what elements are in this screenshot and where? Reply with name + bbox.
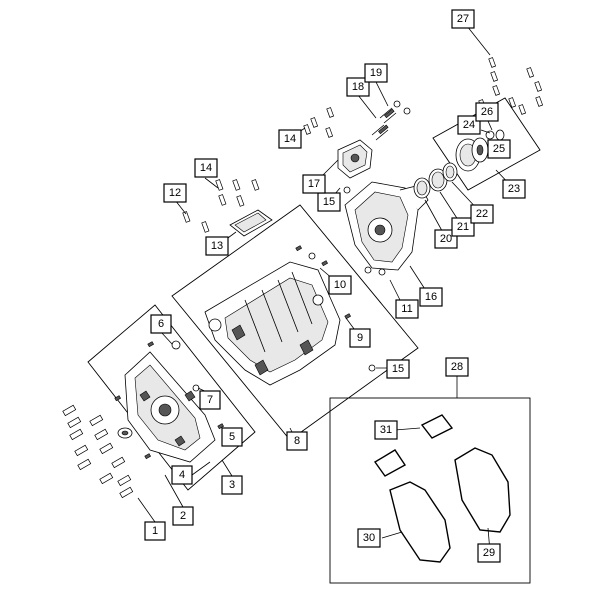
svg-text:31: 31 <box>380 424 392 436</box>
front-cover-dowel-pins <box>114 340 225 460</box>
extension-housing-dowels <box>343 186 386 276</box>
callout-14-lower: 14 <box>278 129 302 149</box>
transmission-case-part <box>204 261 341 386</box>
svg-text:27: 27 <box>457 13 469 25</box>
callout-31: 31 <box>374 420 398 440</box>
callout-24: 24 <box>457 115 481 135</box>
access-cover-plate-part <box>229 209 273 237</box>
svg-text:6: 6 <box>158 318 164 330</box>
callout-19: 19 <box>364 63 388 83</box>
callout-21: 21 <box>451 217 475 237</box>
svg-text:8: 8 <box>294 435 300 447</box>
callout-14-upper: 14 <box>194 158 218 178</box>
front-bearing-retainer-part <box>124 351 216 463</box>
callout-4: 4 <box>171 465 193 485</box>
svg-text:3: 3 <box>229 479 235 491</box>
gasket-30-part <box>389 481 451 563</box>
svg-text:4: 4 <box>179 469 185 481</box>
callout-15-lower: 15 <box>386 359 410 379</box>
callout-8: 8 <box>286 431 308 451</box>
svg-text:14: 14 <box>200 162 212 174</box>
svg-text:23: 23 <box>508 183 520 195</box>
svg-text:7: 7 <box>207 394 213 406</box>
svg-text:25: 25 <box>493 143 505 155</box>
callout-25: 25 <box>487 139 511 159</box>
group-frame-gasket-kit <box>329 397 531 584</box>
callout-5: 5 <box>221 427 243 447</box>
callout-18: 18 <box>346 77 370 97</box>
callout-12: 12 <box>163 183 187 203</box>
extension-housing-part <box>344 181 429 271</box>
svg-text:15: 15 <box>392 363 404 375</box>
gasket-29-part <box>454 447 511 533</box>
svg-text:11: 11 <box>401 303 412 315</box>
callout-22: 22 <box>470 204 494 224</box>
callout-13: 13 <box>205 236 229 256</box>
shift-housing-part <box>337 139 373 179</box>
case-dowel-pins <box>295 245 352 320</box>
svg-text:1: 1 <box>152 525 158 537</box>
callout-10: 10 <box>328 275 352 295</box>
cover-plate-bolts <box>182 179 260 233</box>
seal-rings <box>413 162 458 199</box>
svg-text:14: 14 <box>284 133 296 145</box>
callout-2: 2 <box>172 506 194 526</box>
svg-text:17: 17 <box>308 178 320 190</box>
callout-23: 23 <box>502 179 526 199</box>
svg-text:19: 19 <box>370 67 382 79</box>
svg-text:28: 28 <box>451 361 463 373</box>
shift-rod-springs <box>371 100 411 141</box>
callout-9: 9 <box>349 328 371 348</box>
callout-3: 3 <box>221 475 243 495</box>
callout-1: 1 <box>144 521 166 541</box>
shift-housing-bolts <box>303 107 335 138</box>
svg-text:12: 12 <box>169 187 181 199</box>
svg-text:15: 15 <box>323 196 335 208</box>
callout-16: 16 <box>419 287 443 307</box>
callout-6: 6 <box>150 314 172 334</box>
svg-text:26: 26 <box>481 106 493 118</box>
callout-7: 7 <box>199 390 221 410</box>
washer-15-lower <box>368 364 376 372</box>
gasket-31-part <box>420 414 454 439</box>
front-cover-bolts <box>62 404 134 499</box>
group-frame-main-case <box>171 204 419 441</box>
svg-text:18: 18 <box>352 81 364 93</box>
svg-text:21: 21 <box>457 221 469 233</box>
callout-27: 27 <box>451 9 475 29</box>
svg-text:2: 2 <box>180 510 186 522</box>
callout-17: 17 <box>302 174 326 194</box>
svg-text:16: 16 <box>425 291 437 303</box>
callout-26: 26 <box>475 102 499 122</box>
svg-text:24: 24 <box>463 119 475 131</box>
svg-text:22: 22 <box>476 208 488 220</box>
gasket-small-part <box>373 449 407 477</box>
rear-bolts <box>478 57 544 115</box>
callout-28: 28 <box>445 357 469 377</box>
svg-text:29: 29 <box>483 547 495 559</box>
callout-15-upper: 15 <box>317 192 341 212</box>
svg-text:9: 9 <box>357 332 363 344</box>
svg-text:10: 10 <box>334 279 346 291</box>
callout-11: 11 <box>395 299 419 319</box>
callout-30: 30 <box>357 528 381 548</box>
svg-text:5: 5 <box>229 431 235 443</box>
svg-text:20: 20 <box>440 233 452 245</box>
callout-29: 29 <box>477 543 501 563</box>
svg-text:30: 30 <box>363 532 375 544</box>
svg-text:13: 13 <box>211 240 223 252</box>
